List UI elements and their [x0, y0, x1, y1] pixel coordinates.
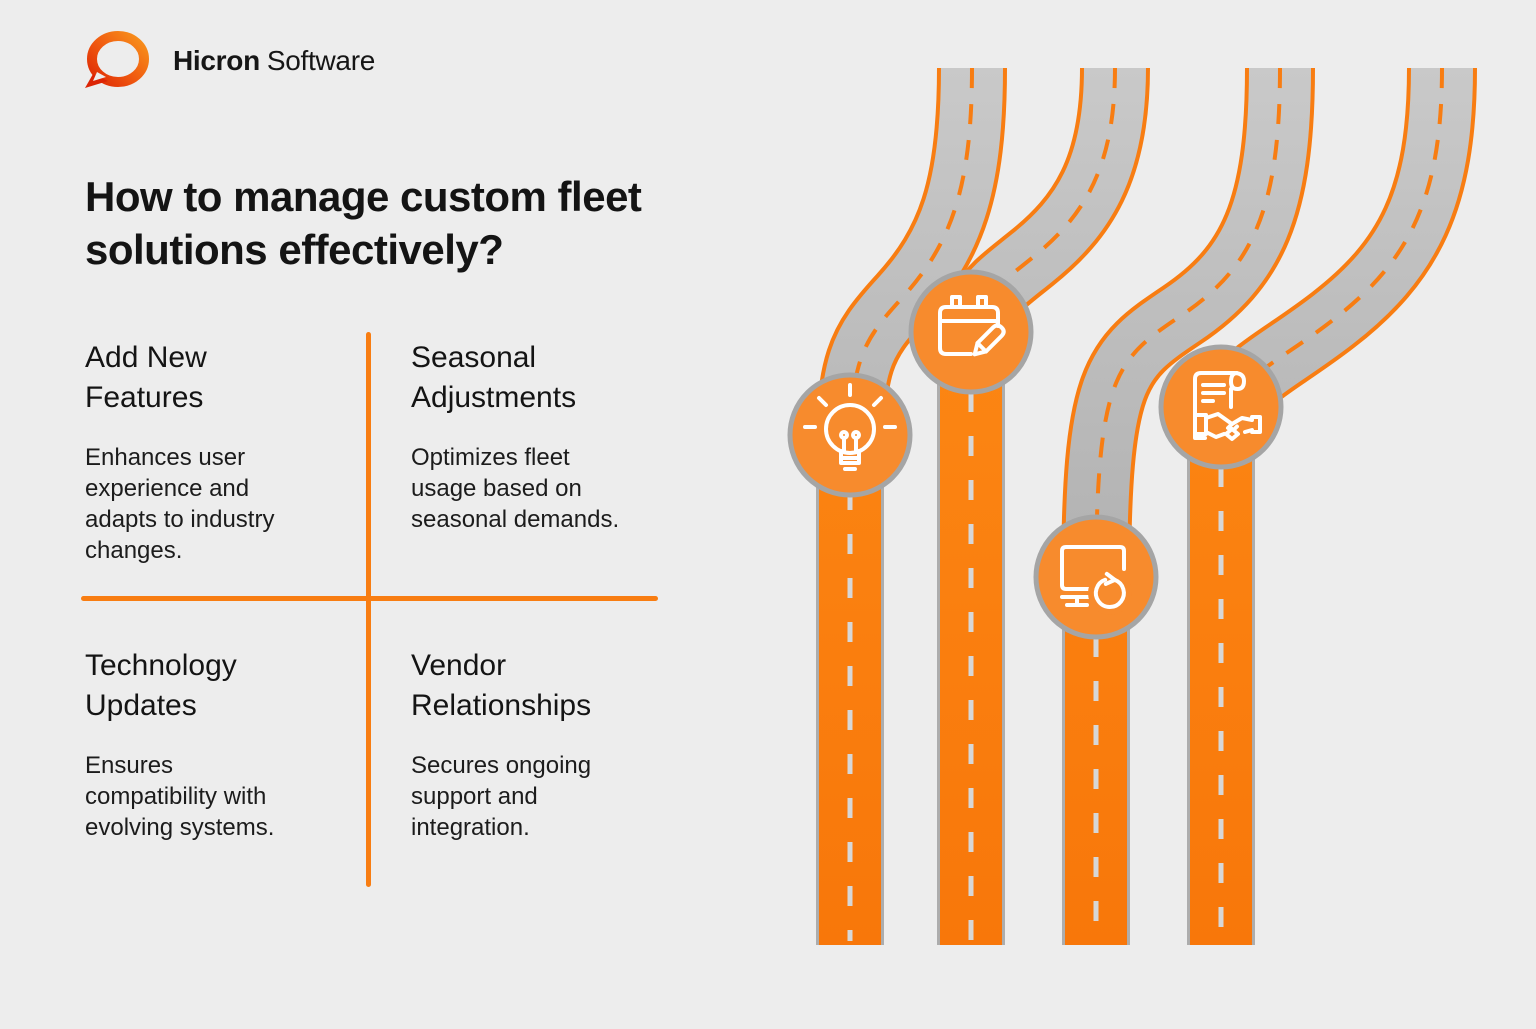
- quadrant-body: Ensures compatibility with evolving syst…: [85, 752, 275, 841]
- quadrant-seasonal-adjustments: Seasonal Adjustments Optimizes fleet usa…: [411, 338, 696, 535]
- contract-handshake-icon: [1193, 371, 1262, 441]
- monitor-badge: [1033, 514, 1159, 640]
- quadrant-heading: Vendor Relationships: [411, 649, 592, 722]
- road-vendor-relationships: [1186, 67, 1477, 945]
- brand-name-regular: Software: [266, 45, 375, 76]
- calendar-edit-icon: [938, 295, 1006, 357]
- hicron-logo-icon: [85, 31, 149, 88]
- monitor-refresh-icon: [1060, 545, 1132, 615]
- quadrant-heading: Add New Features: [85, 341, 207, 414]
- quadrant-body: Optimizes fleet usage based on seasonal …: [411, 444, 620, 533]
- calendar-badge: [908, 269, 1034, 395]
- brand-name-bold: Hicron: [173, 45, 260, 76]
- quadrant-body: Enhances user experience and adapts to i…: [85, 444, 275, 564]
- contract-badge: [1158, 344, 1284, 470]
- horizontal-divider: [81, 596, 658, 601]
- vertical-divider: [366, 332, 371, 887]
- quadrant-heading: Seasonal Adjustments: [411, 341, 577, 414]
- quadrant-technology-updates: Technology Updates Ensures compatibility…: [85, 646, 370, 843]
- quadrant-add-new-features: Add New Features Enhances user experienc…: [85, 338, 370, 566]
- road-technology-updates: [1061, 67, 1315, 945]
- quadrant-body: Secures ongoing support and integration.: [411, 752, 592, 841]
- lightbulb-icon: [803, 383, 897, 471]
- lightbulb-badge: [787, 372, 913, 498]
- page-title: How to manage custom fleet solutions eff…: [85, 173, 642, 273]
- quadrant-heading: Technology Updates: [85, 649, 237, 722]
- quadrant-vendor-relationships: Vendor Relationships Secures ongoing sup…: [411, 646, 696, 843]
